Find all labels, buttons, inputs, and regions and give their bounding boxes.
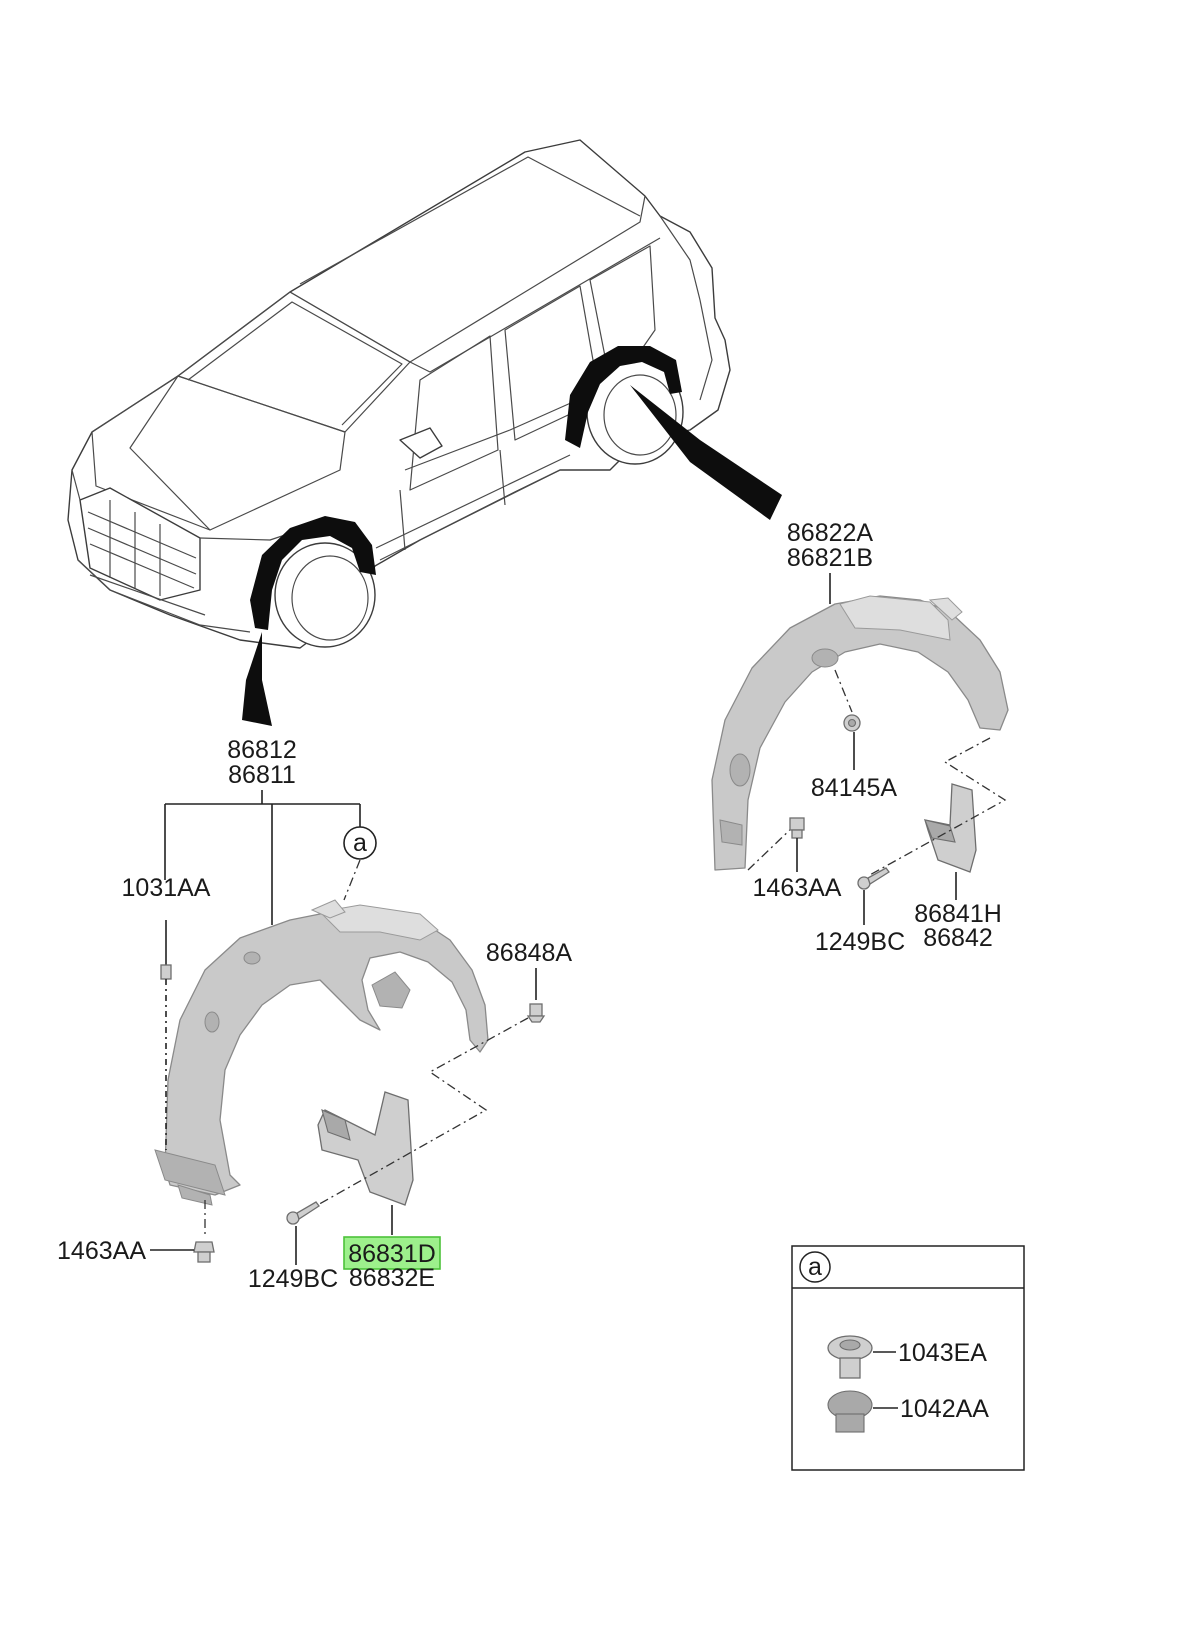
rear-pointer-wedge [630, 385, 782, 520]
label-rear-1463aa: 1463AA [753, 874, 842, 902]
front-screw-86848a-icon [526, 1003, 546, 1023]
front-liner-on-car [250, 516, 376, 630]
front-dash-a [343, 859, 361, 901]
label-86831d: 86831D [348, 1240, 436, 1268]
label-1031aa: 1031AA [122, 874, 211, 902]
label-84145a: 84145A [811, 774, 898, 802]
rear-wheel-liner [711, 595, 1009, 871]
ref-a-circle [343, 826, 377, 860]
rear-mud-flap [924, 783, 977, 873]
ref-a-label: a [353, 829, 367, 857]
label-front-1249bc: 1249BC [248, 1265, 338, 1293]
label-86822a: 86822A [787, 519, 874, 547]
label-1042aa: 1042AA [900, 1395, 989, 1423]
rear-screw-1249bc-icon [857, 867, 890, 890]
front-dash-2 [299, 1017, 529, 1216]
rear-dash-3 [747, 824, 796, 871]
label-rear-1249bc: 1249BC [815, 928, 905, 956]
front-pointer-wedge [242, 632, 272, 726]
label-86842: 86842 [923, 924, 993, 952]
rear-liner-on-car [565, 346, 682, 448]
label-front-1463aa: 1463AA [57, 1237, 146, 1265]
detail-box-header: a [808, 1253, 822, 1281]
label-86812: 86812 [227, 736, 297, 764]
clip-1042aa-icon [827, 1390, 873, 1433]
rear-dash-2 [867, 737, 1007, 877]
front-screw-1249bc-icon [286, 1201, 320, 1225]
front-pin-1031aa-icon [160, 920, 172, 1150]
front-wheel-liner [154, 899, 489, 1206]
front-mud-flap [317, 1091, 414, 1206]
rear-dash-1 [834, 669, 853, 713]
label-86841h: 86841H [914, 900, 1002, 928]
detail-box-header-circle [799, 1251, 831, 1283]
label-1043ea: 1043EA [898, 1339, 987, 1367]
detail-box-a: a 1043EA 1042AA [791, 1245, 1025, 1471]
label-86821b: 86821B [787, 544, 873, 572]
rear-nut-84145a-icon [843, 714, 861, 732]
label-86848a: 86848A [486, 939, 573, 967]
highlight-86831d [343, 1236, 441, 1270]
label-86832e: 86832E [349, 1264, 435, 1292]
rear-clip-1463aa-icon [789, 817, 805, 839]
clip-1043ea-icon [827, 1335, 873, 1379]
vehicle-illustration [67, 139, 782, 726]
front-clip-1463aa-icon [193, 1241, 215, 1263]
label-86811: 86811 [228, 761, 296, 789]
